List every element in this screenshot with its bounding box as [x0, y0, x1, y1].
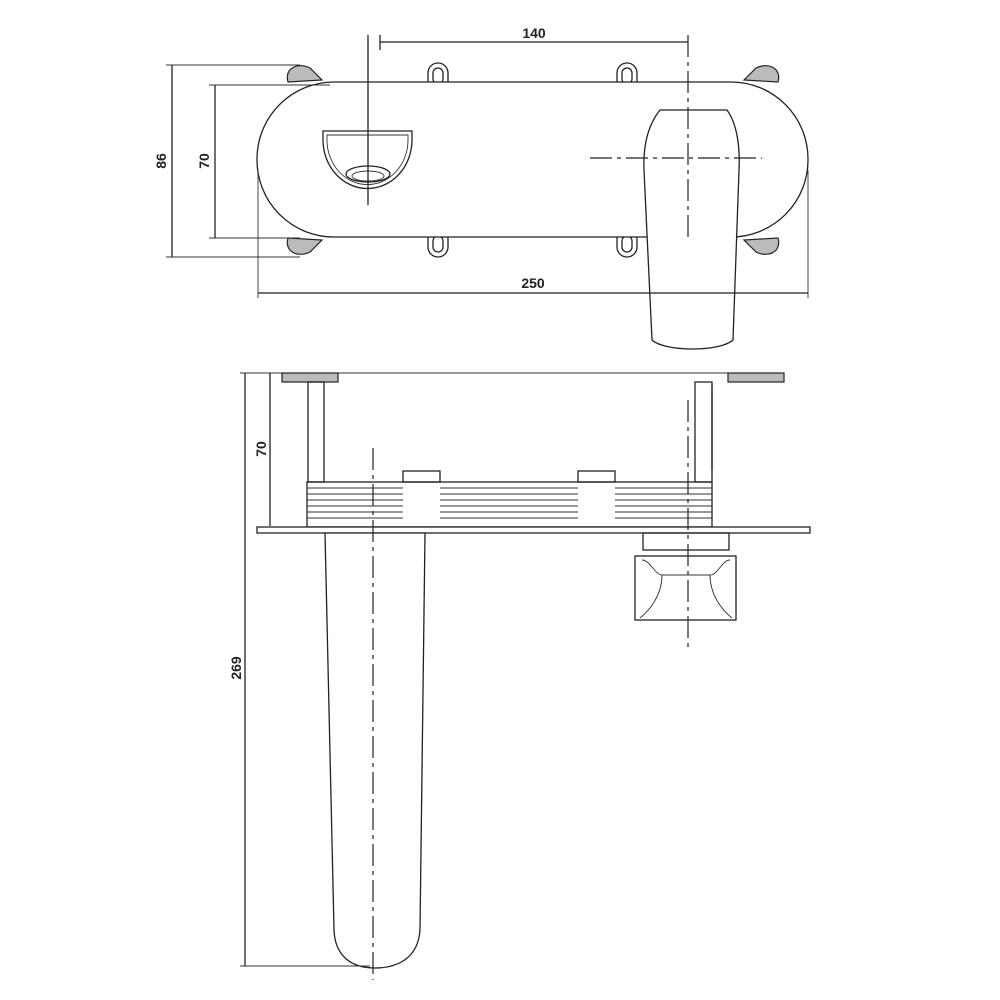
dimension-70-side: 70: [253, 441, 269, 457]
side-view: 70 269: [228, 372, 811, 980]
side-wall-plate: [256, 526, 811, 534]
dimension-269: 269: [228, 656, 244, 680]
dimension-140: 140: [522, 25, 546, 41]
spout: [324, 532, 426, 969]
mounting-ears: [286, 65, 780, 255]
lever-side: [634, 532, 737, 621]
top-view: 140 86 70 250: [153, 25, 809, 350]
dimension-70-top: 70: [196, 153, 212, 169]
ribbed-valve-body: [306, 481, 713, 528]
dimension-250: 250: [521, 275, 545, 291]
lever-handle: [643, 109, 740, 350]
dimension-86: 86: [153, 153, 169, 169]
